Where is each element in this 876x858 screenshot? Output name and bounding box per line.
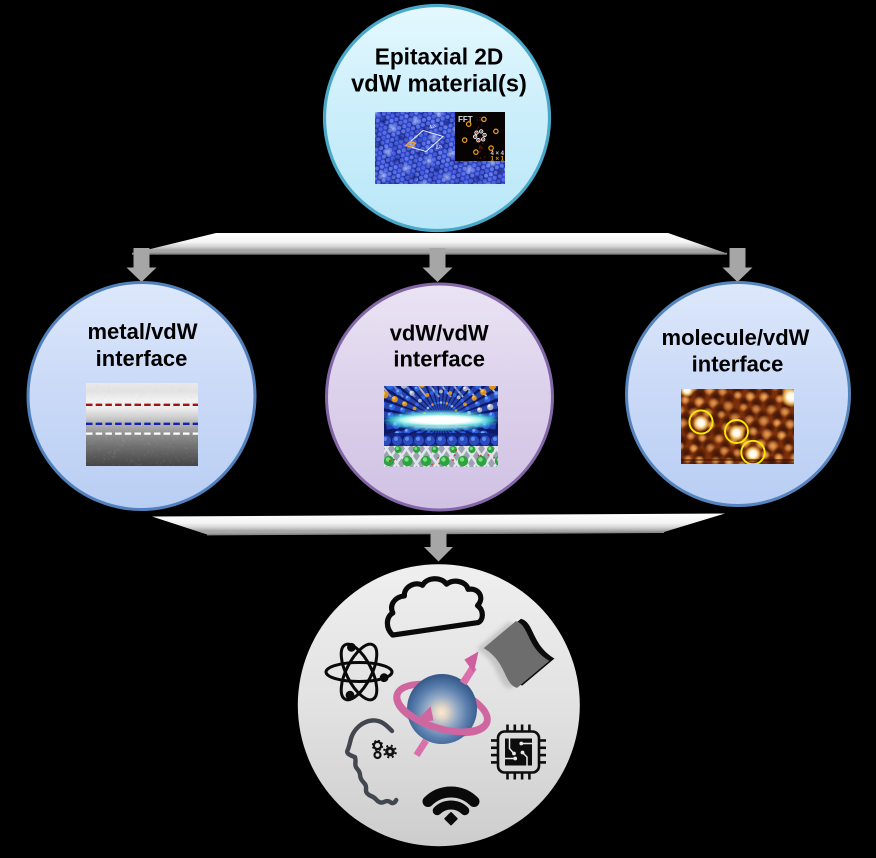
svg-text:4a: 4a [428,123,437,131]
svg-text:interface: interface [393,347,485,372]
svg-text:4 × 4: 4 × 4 [490,151,504,157]
svg-text:vdW/vdW: vdW/vdW [390,320,489,345]
svg-text:metal/vdW: metal/vdW [87,319,197,344]
svg-text:1 × 1: 1 × 1 [490,157,504,163]
svg-text:Epitaxial 2D: Epitaxial 2D [375,44,504,70]
svg-text:interface: interface [692,352,784,377]
svg-text:molecule/vdW: molecule/vdW [662,325,810,350]
svg-text:vdW material(s): vdW material(s) [351,72,527,98]
svg-text:FFT: FFT [458,115,473,124]
svg-text:interface: interface [96,346,188,371]
svg-text:4a: 4a [435,143,444,151]
